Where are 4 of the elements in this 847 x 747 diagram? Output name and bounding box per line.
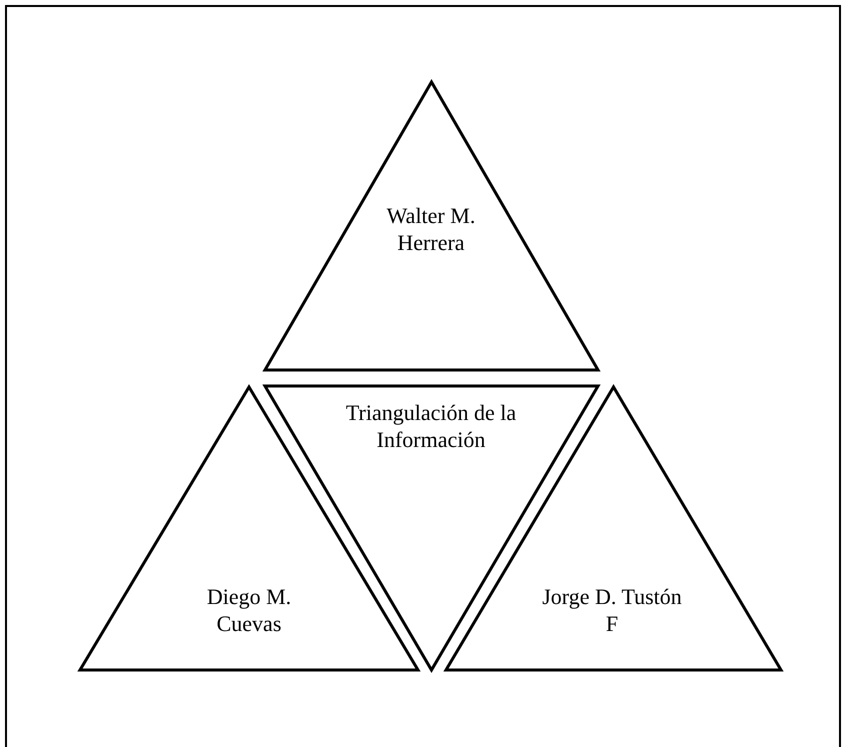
node-label: Jorge D. Tustón F xyxy=(542,583,682,637)
node-label: Triangulación de la Información xyxy=(344,399,518,453)
node-label: Walter M. Herrera xyxy=(386,202,476,256)
node-label: Diego M. Cuevas xyxy=(206,583,292,637)
